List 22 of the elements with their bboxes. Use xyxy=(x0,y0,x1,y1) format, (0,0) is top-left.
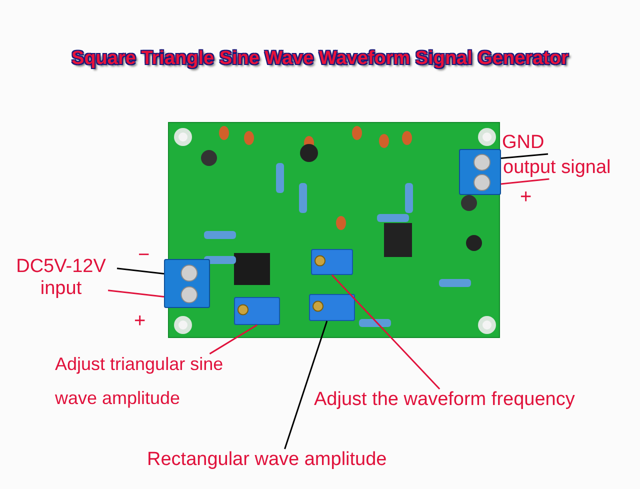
title: Square Triangle Sine Wave Waveform Signal Generator xyxy=(70,48,570,70)
annotation-label: Adjust the waveform frequency xyxy=(314,389,636,411)
potentiometer xyxy=(234,297,280,325)
leader-line xyxy=(500,153,548,159)
potentiometer xyxy=(309,294,355,321)
input-terminal-block xyxy=(164,259,210,308)
polarity-sign: + xyxy=(134,310,146,333)
annotation-label: Adjust triangular sine wave amplitude xyxy=(55,347,237,415)
leader-line xyxy=(284,320,328,450)
leader-line xyxy=(500,178,550,185)
polarity-sign: + xyxy=(520,186,532,209)
potentiometer xyxy=(311,249,353,275)
output-terminal-block xyxy=(459,149,501,195)
leader-line xyxy=(108,290,164,298)
annotation-label: output signal xyxy=(503,157,635,179)
leader-line xyxy=(116,268,164,274)
polarity-sign: − xyxy=(138,244,150,267)
annotation-label: GND xyxy=(502,132,548,154)
annotation-label: Rectangular wave amplitude xyxy=(147,449,437,471)
annotation-label: DC5V-12V input xyxy=(5,256,117,300)
leader-line xyxy=(209,324,258,354)
leader-line xyxy=(331,274,440,390)
